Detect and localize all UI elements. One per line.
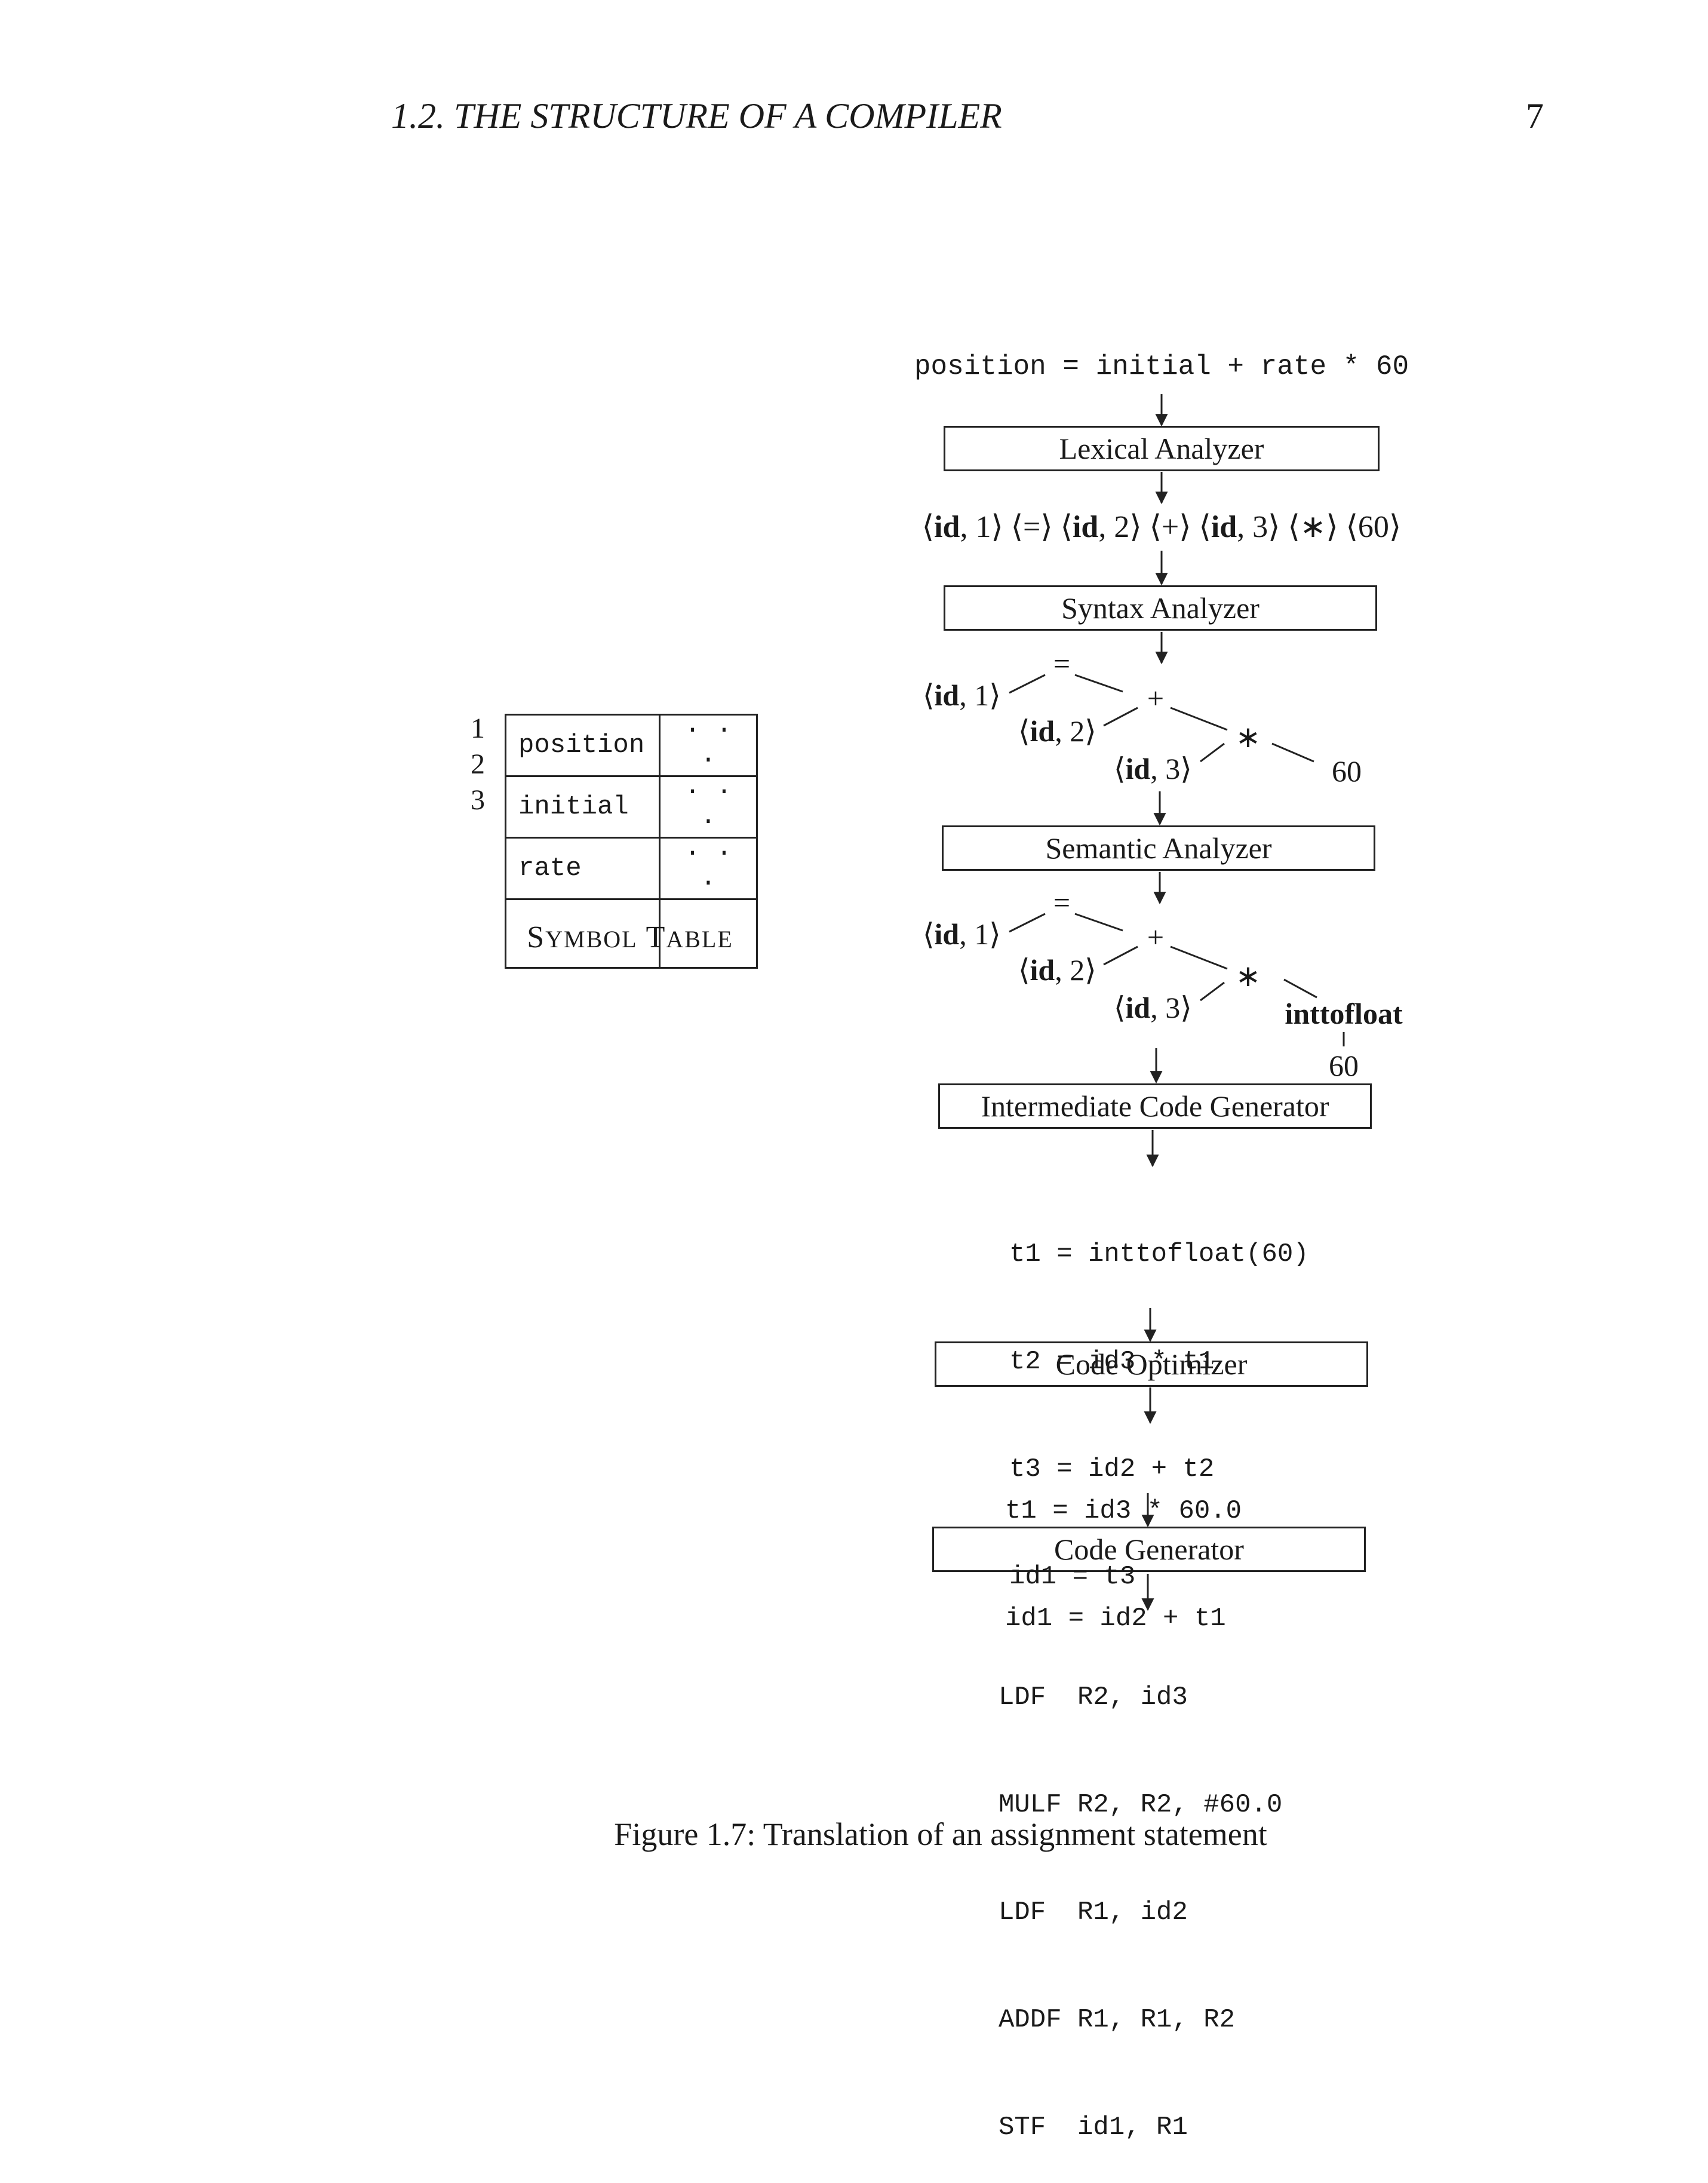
syntax-edge-mul-id3 — [1200, 742, 1225, 763]
code-line: t1 = inttofloat(60) — [1009, 1239, 1309, 1269]
symbol-attrs: · · · — [659, 714, 758, 777]
semantic-analyzer-box: Semantic Analyzer — [942, 825, 1375, 871]
code-line: t2 = id3 * t1 — [1009, 1347, 1215, 1377]
semantic-edge-eq-id1 — [1009, 913, 1046, 933]
symbol-name-empty — [505, 898, 661, 969]
syntax-node-id3: ⟨id, 3⟩ — [1114, 752, 1192, 785]
semantic-node-60: 60 — [1329, 1049, 1359, 1082]
code-line: t3 = id2 + t2 — [1009, 1454, 1215, 1484]
syntax-node-plus: + — [1147, 681, 1165, 715]
syntax-node-id1: ⟨id, 1⟩ — [923, 678, 1001, 712]
semantic-node-id1: ⟨id, 1⟩ — [923, 917, 1001, 951]
semantic-node-assign: = — [1053, 886, 1071, 919]
symbol-table-caption: SYMBOL TABLE — [527, 920, 733, 954]
symbol-table: position · · · initial · · · rate · · · — [505, 714, 758, 969]
code-line: ADDF R1, R1, R2 — [999, 2005, 1236, 2035]
syntax-edge-plus-mul — [1170, 707, 1228, 731]
symbol-name: initial — [505, 775, 661, 839]
syntax-edge-eq-plus — [1074, 674, 1123, 693]
code-line: STF id1, R1 — [999, 2113, 1188, 2142]
table-row: rate · · · — [505, 837, 758, 900]
source-statement: position = initial + rate * 60 — [914, 351, 1409, 382]
code-line: LDF R2, id3 — [999, 1682, 1188, 1712]
semantic-edge-plus-id2 — [1103, 945, 1138, 966]
semantic-edge-eq-plus — [1074, 913, 1123, 932]
symbol-row-index: 2 — [471, 748, 485, 780]
symbol-name: rate — [505, 837, 661, 900]
code-line: MULF R2, R2, #60.0 — [999, 1790, 1283, 1820]
symbol-row-index: 3 — [471, 784, 485, 816]
symbol-name: position — [505, 714, 661, 777]
code-line: id1 = t3 — [1009, 1562, 1136, 1592]
code-optimizer-box: Code Optimizer — [935, 1341, 1368, 1387]
syntax-node-mul: ∗ — [1236, 720, 1261, 754]
symbol-row-index: 1 — [471, 713, 485, 744]
intermediate-code-generator-box: Intermediate Code Generator — [938, 1083, 1372, 1129]
syntax-node-60: 60 — [1332, 754, 1362, 788]
lexical-analyzer-box: Lexical Analyzer — [944, 426, 1380, 471]
syntax-edge-mul-60 — [1271, 742, 1314, 763]
table-row: position · · · — [505, 714, 758, 777]
semantic-node-mul: ∗ — [1236, 959, 1261, 993]
token-stream: ⟨id, 1⟩ ⟨=⟩ ⟨id, 2⟩ ⟨+⟩ ⟨id, 3⟩ ⟨∗⟩ ⟨60⟩ — [921, 510, 1402, 544]
symbol-attrs-empty — [659, 898, 758, 969]
semantic-edge-plus-mul — [1170, 945, 1228, 970]
optimized-code-block: t1 = id3 * 60.0 id1 = id2 + t1 — [1005, 1421, 1242, 1672]
semantic-node-inttofloat: inttofloat — [1285, 997, 1403, 1030]
page-number: 7 — [1526, 96, 1544, 136]
target-code-block: LDF R2, id3 MULF R2, R2, #60.0 LDF R1, i… — [999, 1608, 1282, 2181]
header-title: 1.2. THE STRUCTURE OF A COMPILER — [391, 96, 1002, 136]
intermediate-code-block: t1 = inttofloat(60) t2 = id3 * t1 t3 = i… — [1009, 1165, 1309, 1631]
syntax-node-id2: ⟨id, 2⟩ — [1018, 714, 1096, 748]
semantic-node-id3: ⟨id, 3⟩ — [1114, 991, 1192, 1024]
symbol-attrs: · · · — [659, 775, 758, 839]
code-line: LDF R1, id2 — [999, 1898, 1188, 1927]
syntax-analyzer-box: Syntax Analyzer — [944, 585, 1377, 631]
syntax-edge-plus-id2 — [1103, 707, 1138, 727]
semantic-node-plus: + — [1147, 920, 1165, 954]
semantic-edge-mul-conv — [1283, 978, 1317, 999]
token-id-keyword: id — [934, 510, 960, 544]
symbol-attrs: · · · — [659, 837, 758, 900]
semantic-node-id2: ⟨id, 2⟩ — [1018, 953, 1096, 987]
figure-caption: Figure 1.7: Translation of an assignment… — [614, 1816, 1267, 1852]
code-line: id1 = id2 + t1 — [1005, 1604, 1226, 1634]
syntax-node-assign: = — [1053, 647, 1071, 680]
table-row: initial · · · — [505, 775, 758, 839]
semantic-edge-mul-id3 — [1200, 981, 1225, 1002]
code-generator-box: Code Generator — [932, 1527, 1366, 1572]
syntax-edge-eq-id1 — [1009, 674, 1046, 694]
code-line: t1 = id3 * 60.0 — [1005, 1496, 1242, 1526]
running-header: 1.2. THE STRUCTURE OF A COMPILER 7 — [391, 96, 1544, 137]
table-row-empty — [505, 898, 758, 969]
